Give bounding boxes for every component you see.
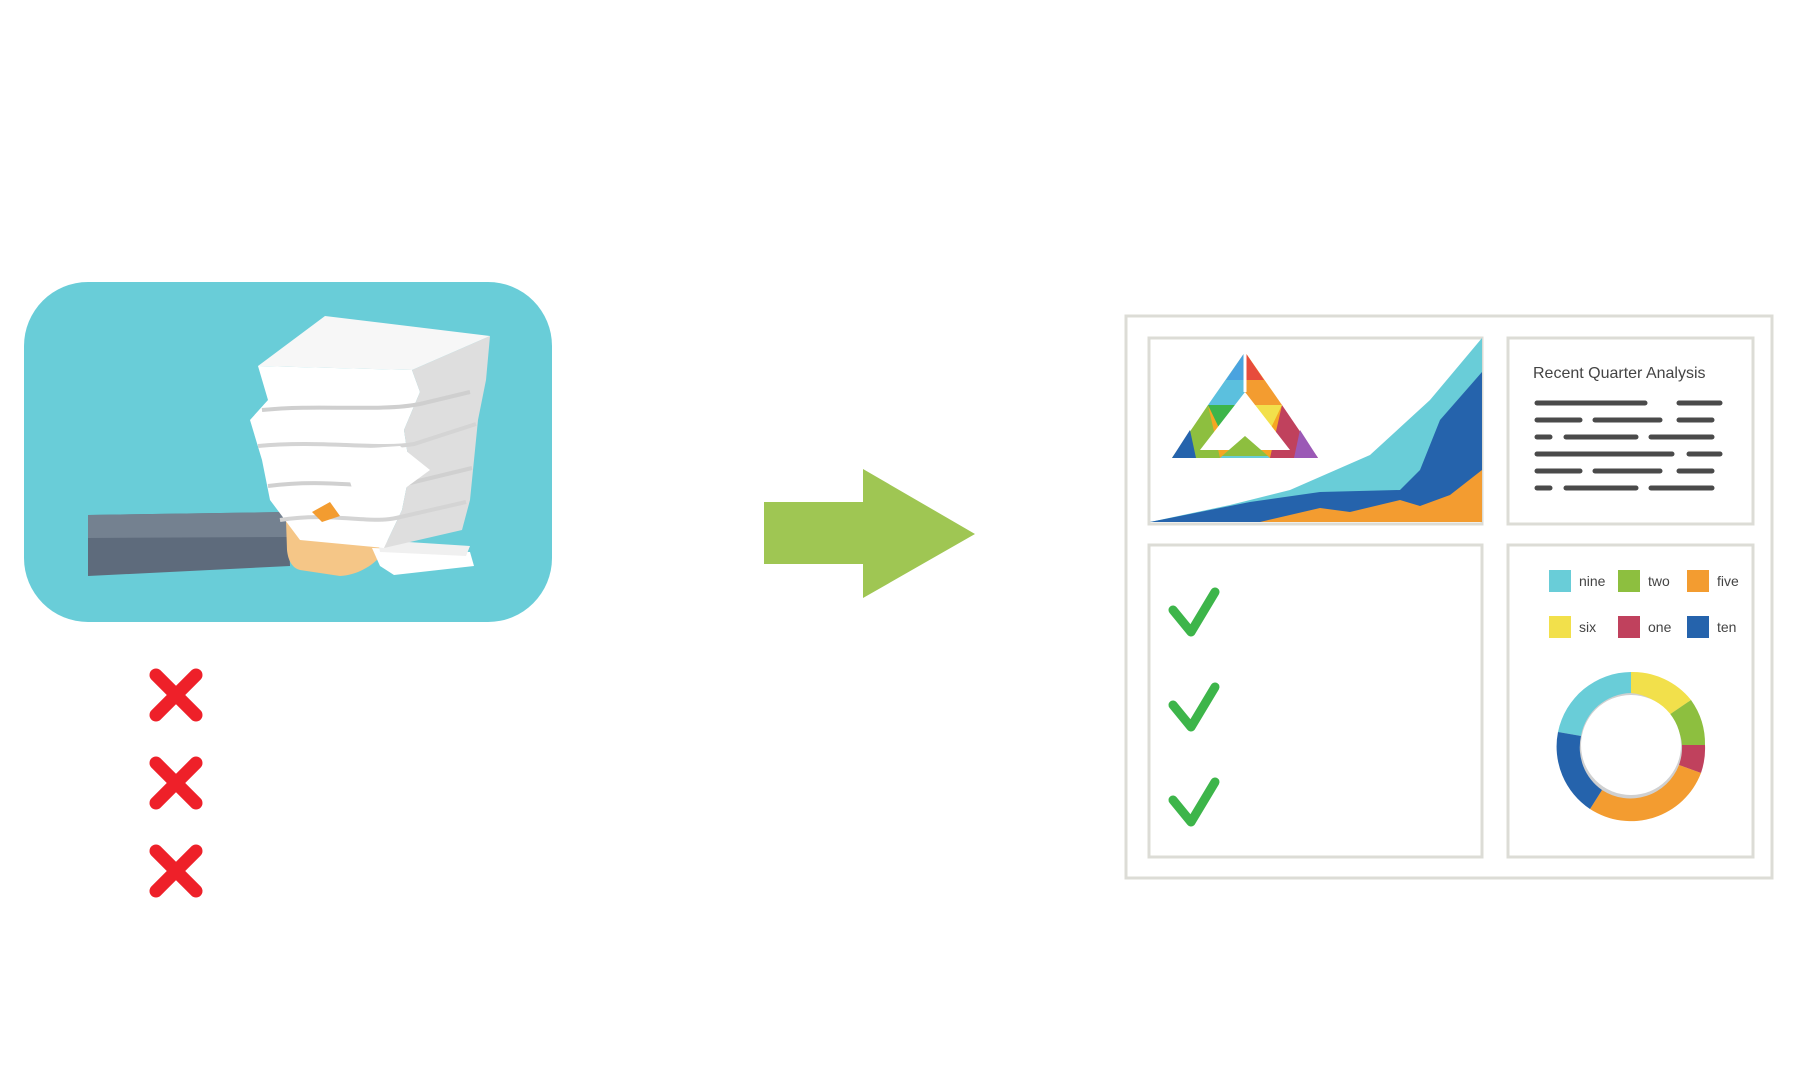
legend-swatch [1687, 616, 1709, 638]
text-lines [1534, 400, 1723, 491]
legend-swatch [1549, 570, 1571, 592]
area-chart-panel [1147, 336, 1484, 526]
legend-swatch [1618, 616, 1640, 638]
donut-segment-five [1590, 765, 1701, 822]
analysis-title: Recent Quarter Analysis [1533, 365, 1706, 382]
legend: nine two five six one ten [1549, 570, 1739, 638]
donut-segment-nine [1558, 672, 1631, 736]
legend-swatch [1549, 616, 1571, 638]
legend-swatch [1618, 570, 1640, 592]
paper-stack-card [24, 282, 552, 622]
dashboard-frame: Recent Quarter Analysis nine two five six on… [1124, 314, 1774, 880]
legend-label: nine [1579, 573, 1606, 589]
legend-label: five [1717, 573, 1739, 589]
legend-label: six [1579, 619, 1596, 635]
legend-swatch [1687, 570, 1709, 592]
triangle-logo-icon [1172, 352, 1318, 458]
green-check-icon [1168, 587, 1220, 637]
cross-list [149, 668, 203, 898]
paper-stack-with-hand-icon [88, 316, 490, 576]
green-check-icon [1168, 682, 1220, 732]
donut-segment-six [1631, 671, 1691, 715]
right-arrow-icon [764, 469, 975, 598]
legend-label: two [1648, 573, 1670, 589]
donut-chart [1556, 671, 1706, 822]
donut-segment-ten [1556, 732, 1602, 809]
donut-panel: nine two five six one ten [1506, 543, 1755, 859]
area-series-teal [1150, 338, 1482, 522]
red-x-icon [149, 668, 203, 722]
red-x-icon [149, 756, 203, 810]
analysis-panel: Recent Quarter Analysis [1506, 336, 1755, 526]
donut-segment-two [1669, 700, 1706, 745]
area-series-orange [1260, 470, 1482, 522]
check-list [1168, 587, 1220, 827]
legend-label: ten [1717, 619, 1736, 635]
legend-label: one [1648, 619, 1672, 635]
red-x-icon [149, 844, 203, 898]
green-check-icon [1168, 777, 1220, 827]
checklist-panel [1147, 543, 1484, 859]
donut-segment-one [1679, 745, 1706, 773]
